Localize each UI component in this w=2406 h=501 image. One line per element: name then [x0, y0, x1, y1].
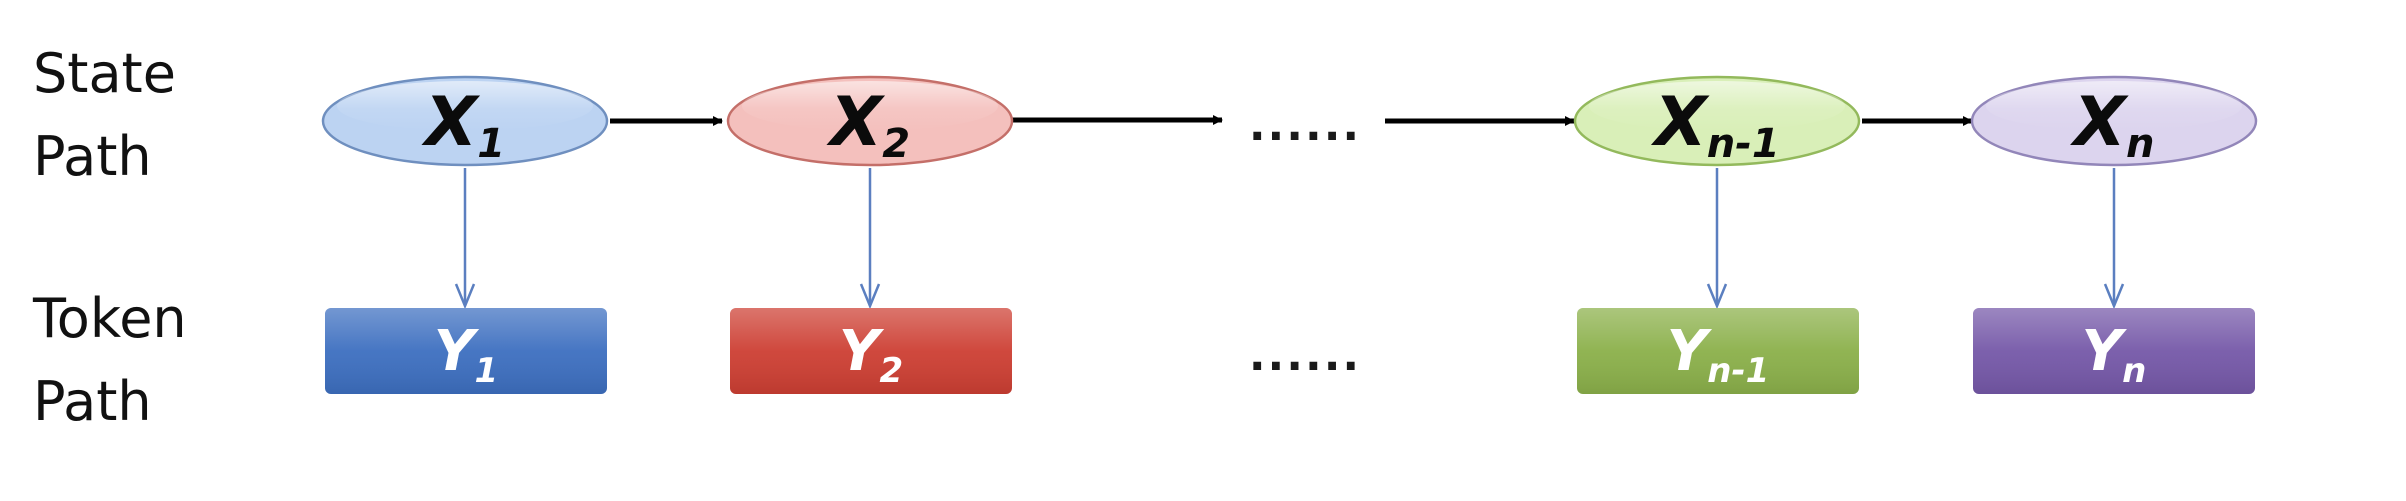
token-node-n1-gloss: [1577, 308, 1859, 394]
emission-arrows: [465, 168, 2114, 306]
token-node-1-label: Y1: [434, 319, 498, 391]
token-node-n1-label: Yn-1: [1667, 319, 1770, 391]
state-transitions: [610, 115, 1973, 126]
state-node-n-main: X: [2070, 83, 2130, 162]
state-ellipsis: ......: [1249, 100, 1361, 151]
state-node-1-gloss: [337, 81, 593, 131]
token-node-1: Y1: [325, 308, 607, 394]
state-node-1-label: X1: [421, 83, 505, 167]
token-node-n1: Yn-1: [1577, 308, 1859, 394]
token-node-2: Y2: [730, 308, 1012, 394]
state-node-2-gloss: [742, 81, 998, 131]
state-node-n-gloss: [1986, 81, 2242, 131]
state-node-2-main: X: [826, 83, 886, 162]
state-node-n1-sub: n-1: [1707, 121, 1780, 167]
token-node-2-sub: 2: [879, 351, 903, 391]
token-node-2-gloss: [730, 308, 1012, 394]
token-ellipsis: ......: [1249, 330, 1361, 381]
token-node-1-main: Y: [434, 319, 480, 384]
token-node-2-label: Y2: [839, 319, 903, 391]
token-node-2-main: Y: [839, 319, 885, 384]
token-node-1-sub: 1: [474, 351, 498, 391]
state-path-label-line1: State: [33, 42, 176, 105]
token-node-n: Yn: [1973, 308, 2255, 394]
state-node-2-label: X2: [826, 83, 910, 167]
state-node-2: X2: [726, 75, 1014, 167]
state-node-n1-label: Xn-1: [1650, 83, 1779, 167]
state-node-1-sub: 1: [477, 121, 505, 167]
state-node-1-main: X: [421, 83, 481, 162]
state-node-n: Xn: [1970, 75, 2258, 167]
state-node-1: X1: [321, 75, 609, 167]
token-node-n-gloss: [1973, 308, 2255, 394]
token-node-n-main: Y: [2082, 319, 2128, 384]
token-node-n1-sub: n-1: [1707, 351, 1769, 391]
state-node-n1: Xn-1: [1573, 75, 1861, 167]
token-node-1-gloss: [325, 308, 607, 394]
state-node-n-label: Xn: [2070, 83, 2155, 167]
token-node-n1-main: Y: [1667, 319, 1713, 384]
state-node-n1-main: X: [1650, 83, 1710, 162]
token-node-n-sub: n: [2122, 351, 2146, 391]
state-path-label-line2: Path: [33, 125, 152, 188]
state-node-n1-gloss: [1589, 81, 1845, 131]
token-path-label-line1: Token: [32, 287, 187, 350]
state-node-2-sub: 2: [882, 121, 910, 167]
token-node-n-label: Yn: [2082, 319, 2147, 391]
token-path-label-line2: Path: [33, 370, 152, 433]
state-node-n-sub: n: [2126, 121, 2154, 167]
